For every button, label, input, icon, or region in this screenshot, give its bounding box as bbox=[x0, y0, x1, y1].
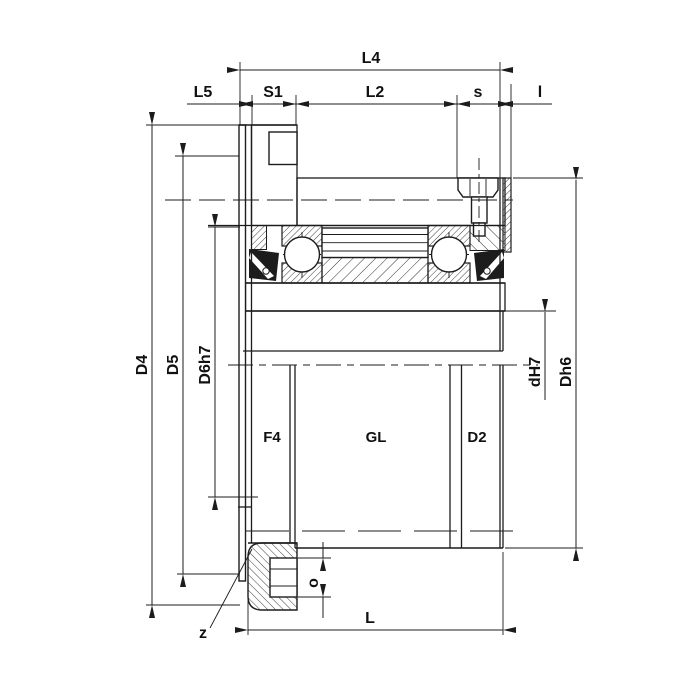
dim-label-l: l bbox=[538, 84, 542, 101]
flange-plate bbox=[238, 124, 247, 582]
dim-label-z: z bbox=[199, 625, 207, 642]
end-cover-section bbox=[502, 177, 512, 253]
bearing-ball bbox=[430, 236, 468, 273]
dim-label-L: L bbox=[365, 610, 375, 627]
bolt-counterbore bbox=[268, 131, 298, 166]
section-label-GL: GL bbox=[366, 429, 387, 446]
left-ball-bearing bbox=[281, 224, 323, 284]
section-label-F4: F4 bbox=[263, 429, 281, 446]
dim-label-s: s bbox=[474, 84, 483, 101]
right-radial-seal bbox=[474, 249, 504, 281]
dimension-labels: L4 L5 S1 L2 s l D4 D5 D6h7 dH7 Dh6 L o z bbox=[134, 50, 575, 642]
dim-label-D5: D5 bbox=[165, 355, 182, 376]
freewheel-inner-hub bbox=[321, 256, 429, 284]
grease-fitting bbox=[457, 158, 499, 244]
dimension-lines bbox=[149, 67, 579, 633]
outline-edges bbox=[208, 124, 505, 549]
centerlines bbox=[165, 199, 538, 532]
dim-label-L4: L4 bbox=[362, 50, 381, 67]
extension-lines bbox=[146, 62, 583, 635]
dim-label-D6h7: D6h7 bbox=[197, 345, 214, 384]
dim-label-L2: L2 bbox=[366, 84, 385, 101]
z-leader-line bbox=[209, 548, 253, 629]
dim-label-D4: D4 bbox=[134, 355, 151, 376]
dim-label-L5: L5 bbox=[194, 84, 213, 101]
dim-label-dH7: dH7 bbox=[527, 357, 544, 387]
dim-label-Dh6: Dh6 bbox=[558, 357, 575, 387]
left-radial-seal bbox=[249, 249, 279, 281]
section-label-D2: D2 bbox=[467, 429, 486, 446]
bearing-ball bbox=[283, 236, 321, 273]
seal-seat-left bbox=[251, 225, 267, 250]
dim-label-S1: S1 bbox=[263, 84, 283, 101]
flange-hub-section bbox=[250, 124, 298, 227]
flange-bolt-assembly bbox=[247, 542, 298, 611]
right-ball-bearing bbox=[427, 224, 471, 284]
dim-label-o: o bbox=[305, 578, 322, 588]
section-labels: F4 GL D2 bbox=[263, 429, 486, 446]
hex-bolt-head bbox=[269, 557, 298, 598]
freewheel-cage bbox=[321, 227, 429, 259]
